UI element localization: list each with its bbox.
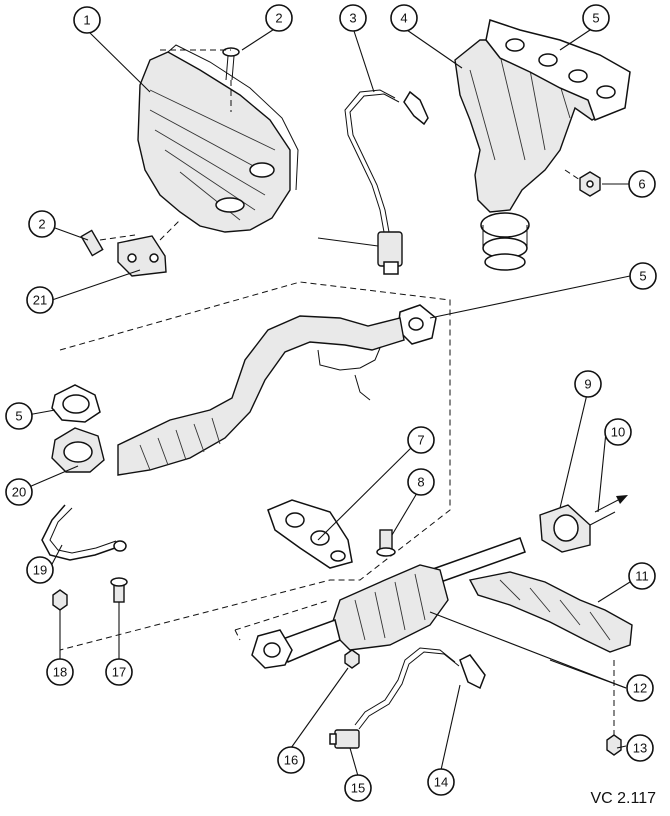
tailpipe-direction-arrow <box>594 495 628 513</box>
callout-label: 7 <box>417 433 424 448</box>
callout-4: 4 <box>390 4 418 32</box>
catalyst-flange-gasket <box>51 427 105 473</box>
callout-label: 5 <box>592 11 599 26</box>
rear-heat-plate <box>267 499 353 569</box>
callout-label: 11 <box>635 569 649 584</box>
shield-nut <box>606 660 622 756</box>
callout-label: 8 <box>417 475 424 490</box>
callout-18: 18 <box>46 658 74 686</box>
callout-9: 9 <box>574 370 602 398</box>
callout-label: 10 <box>611 425 625 440</box>
callout-label: 2 <box>38 217 45 232</box>
callout-label: 5 <box>15 409 22 424</box>
rear-heat-shield <box>468 571 633 653</box>
callout-14: 14 <box>427 768 455 796</box>
callout-label: 12 <box>633 681 647 696</box>
callout-19: 19 <box>26 556 54 584</box>
callout-label: 1 <box>83 13 90 28</box>
manifold-gasket <box>485 19 631 121</box>
callout-label: 21 <box>33 293 47 308</box>
callout-5-middle: 5 <box>629 262 657 290</box>
callout-16: 16 <box>277 746 305 774</box>
manifold-nut <box>564 169 601 197</box>
oxygen-sensor-front <box>317 89 429 275</box>
callout-label: 19 <box>33 563 47 578</box>
callout-label: 15 <box>351 781 365 796</box>
callout-label: 18 <box>53 665 67 680</box>
callout-label: 9 <box>584 377 591 392</box>
downpipe-gasket-left <box>51 384 101 423</box>
callout-15: 15 <box>344 774 372 802</box>
callout-label: 17 <box>112 665 126 680</box>
oxygen-sensor-rear <box>354 647 486 730</box>
callout-label: 3 <box>349 11 356 26</box>
callout-3: 3 <box>339 4 367 32</box>
callout-label: 4 <box>400 11 407 26</box>
callout-17: 17 <box>105 658 133 686</box>
callout-label: 6 <box>638 177 645 192</box>
callout-label: 16 <box>284 753 298 768</box>
callout-label: 13 <box>633 741 647 756</box>
callout-label: 14 <box>434 775 448 790</box>
callout-20: 20 <box>5 478 33 506</box>
callout-8: 8 <box>407 468 435 496</box>
rear-pipe-converter <box>234 537 526 669</box>
bolt-left <box>80 229 136 257</box>
front-pipe-catalyst <box>117 315 405 476</box>
bolt-top <box>160 47 240 112</box>
callout-13: 13 <box>626 734 654 762</box>
pipe-clamp <box>539 504 616 553</box>
callout-10: 10 <box>604 418 632 446</box>
callout-7: 7 <box>407 426 435 454</box>
plate-bolt <box>376 529 396 557</box>
callout-label: 5 <box>639 269 646 284</box>
callout-5-top: 5 <box>582 4 610 32</box>
hanger-bolt <box>110 577 128 603</box>
callout-1: 1 <box>73 6 101 34</box>
heat-shield <box>137 44 299 233</box>
callout-5-left: 5 <box>5 402 33 430</box>
callout-label: 20 <box>12 485 26 500</box>
callout-21: 21 <box>26 286 54 314</box>
reference-code: VC 2.117 <box>590 790 656 807</box>
callout-2-left: 2 <box>28 210 56 238</box>
callout-6: 6 <box>628 170 656 198</box>
hanger-nut <box>52 589 68 611</box>
assembly-outline <box>59 281 451 651</box>
callout-12: 12 <box>626 674 654 702</box>
callout-label: 2 <box>275 11 282 26</box>
bracket <box>117 219 181 277</box>
sensor-connector <box>329 729 360 749</box>
pipe-hanger <box>41 504 127 561</box>
flange-nut <box>344 649 360 669</box>
callout-11: 11 <box>628 562 656 590</box>
callout-2-top: 2 <box>265 4 293 32</box>
